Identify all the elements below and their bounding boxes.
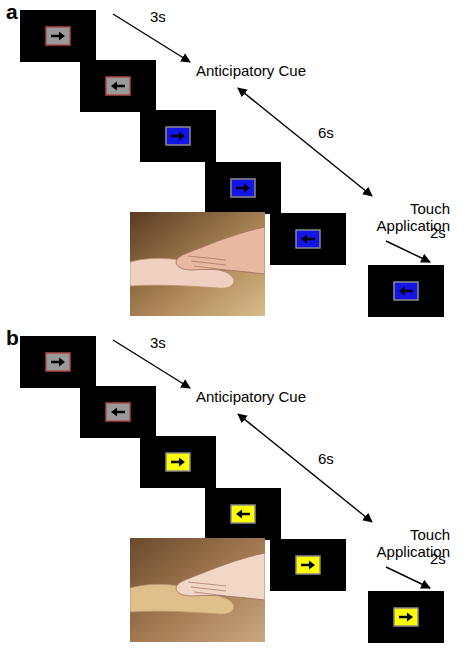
direction-arrow xyxy=(171,132,185,141)
time-arrow xyxy=(386,567,430,588)
finger-line xyxy=(191,587,226,591)
screen-background xyxy=(205,162,281,214)
phase-label: Anticipatory Cue xyxy=(196,388,306,405)
direction-arrow xyxy=(111,82,125,91)
duration-label: 6s xyxy=(318,124,334,141)
direction-arrow xyxy=(236,510,250,519)
cue-box xyxy=(231,179,255,197)
finger-line xyxy=(188,256,226,260)
stimulus-screen xyxy=(270,213,346,265)
finger-line xyxy=(194,266,226,270)
screen-background xyxy=(20,336,96,388)
photo-background xyxy=(130,538,265,642)
direction-arrow xyxy=(301,561,315,570)
stimulus-screen xyxy=(205,488,281,540)
stimulus-screen xyxy=(140,110,216,162)
phase-label: Anticipatory Cue xyxy=(196,62,306,79)
cue-box xyxy=(106,77,130,95)
stimulus-screen xyxy=(205,162,281,214)
stimulus-screen xyxy=(368,265,444,317)
screen-background xyxy=(140,436,216,488)
panel-letter: b xyxy=(6,326,19,350)
screen-background xyxy=(270,213,346,265)
direction-arrow xyxy=(171,458,185,467)
stimulus-screen xyxy=(368,591,444,643)
screen-background xyxy=(368,591,444,643)
panel-art xyxy=(20,10,444,317)
direction-arrow xyxy=(51,32,65,41)
touch-photo xyxy=(130,538,265,642)
photo-background xyxy=(130,212,265,316)
cue-box xyxy=(394,608,418,626)
panel-letter: a xyxy=(6,0,18,24)
screen-background xyxy=(80,60,156,112)
screen-background xyxy=(20,10,96,62)
screen-background xyxy=(368,265,444,317)
cue-box xyxy=(231,505,255,523)
touch-photo xyxy=(130,212,265,316)
finger-line xyxy=(194,592,226,596)
screen-background xyxy=(270,539,346,591)
duration-label: 2s xyxy=(430,550,446,567)
cue-box xyxy=(166,453,190,471)
panel-art xyxy=(20,336,444,643)
direction-arrow xyxy=(301,235,315,244)
stimulus-screen xyxy=(20,336,96,388)
cue-box xyxy=(46,27,70,45)
direction-arrow xyxy=(399,287,413,296)
stimulus-screen xyxy=(140,436,216,488)
screen-background xyxy=(205,488,281,540)
cue-box xyxy=(296,556,320,574)
interval-arrow xyxy=(238,414,372,522)
stimulus-screen xyxy=(80,386,156,438)
cue-box xyxy=(394,282,418,300)
touching-hand xyxy=(176,553,265,600)
interval-arrow xyxy=(238,88,372,196)
finger-line xyxy=(191,261,226,265)
cue-box xyxy=(166,127,190,145)
screen-background xyxy=(140,110,216,162)
direction-arrow xyxy=(51,358,65,367)
duration-label: 2s xyxy=(430,224,446,241)
cue-box xyxy=(46,353,70,371)
stimulus-screen xyxy=(270,539,346,591)
duration-label: 6s xyxy=(318,450,334,467)
time-arrow xyxy=(386,241,430,262)
touching-hand xyxy=(176,227,265,274)
direction-arrow xyxy=(111,408,125,417)
cue-box xyxy=(296,230,320,248)
direction-arrow xyxy=(236,184,250,193)
cue-box xyxy=(106,403,130,421)
stimulus-screen xyxy=(80,60,156,112)
direction-arrow xyxy=(399,613,413,622)
finger-line xyxy=(188,582,226,586)
duration-label: 3s xyxy=(150,8,166,25)
stimulus-screen xyxy=(20,10,96,62)
screen-background xyxy=(80,386,156,438)
duration-label: 3s xyxy=(150,334,166,351)
